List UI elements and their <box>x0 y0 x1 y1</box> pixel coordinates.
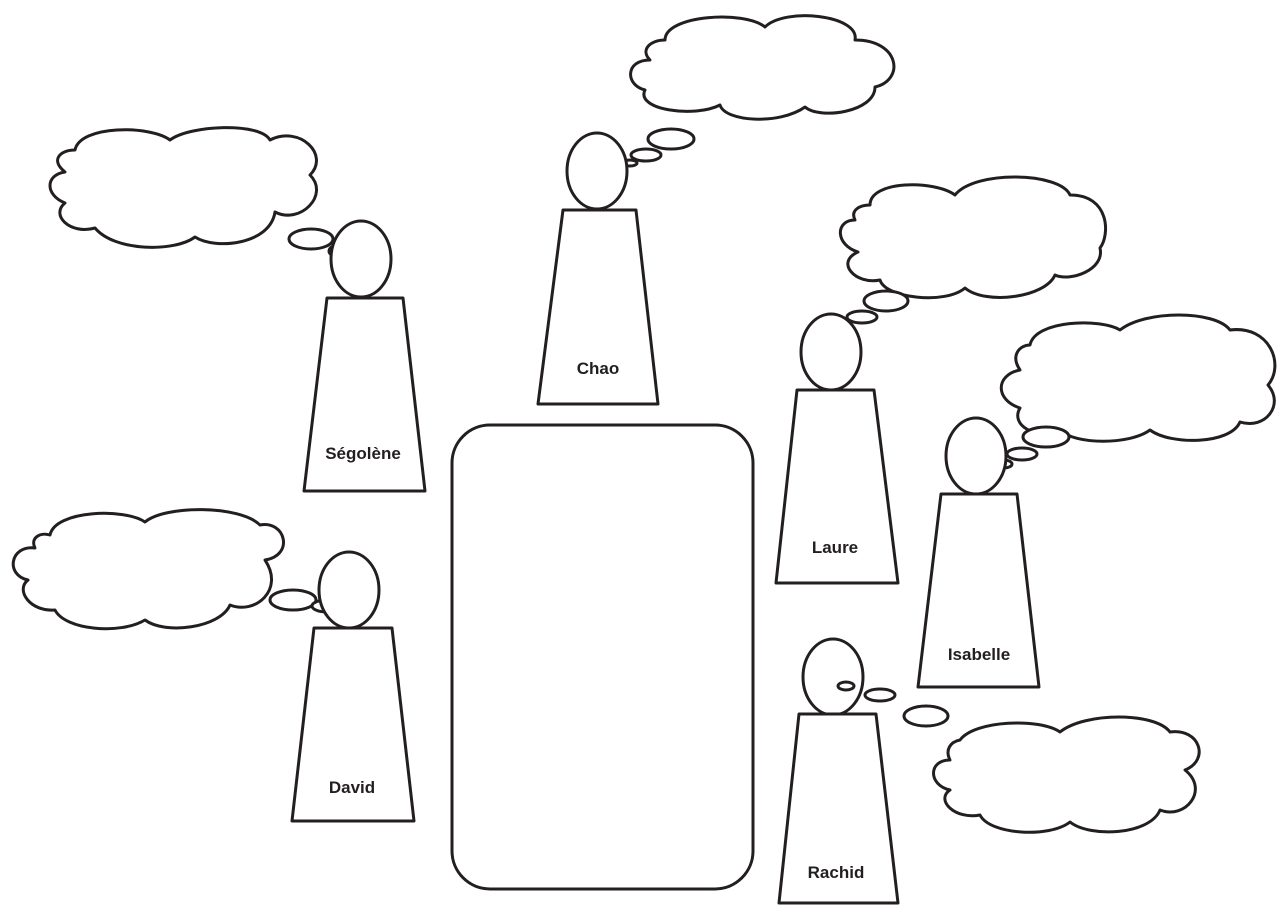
thought-bubble-medium <box>1007 448 1037 460</box>
thought-bubble-large <box>1023 427 1069 447</box>
thought-bubble-large <box>904 706 948 726</box>
thought-bubble-medium <box>865 689 895 701</box>
person-segolene: Ségolène <box>50 128 425 491</box>
table <box>452 425 753 889</box>
person-isabelle: Isabelle <box>918 315 1275 687</box>
name-label: David <box>329 778 375 797</box>
thought-bubble-small <box>838 682 854 690</box>
head <box>319 552 379 628</box>
thought-cloud <box>50 128 317 248</box>
name-label: Rachid <box>808 863 865 882</box>
person-david: David <box>13 510 414 821</box>
thought-bubble-large <box>864 291 908 311</box>
head <box>946 418 1006 494</box>
name-label: Chao <box>577 359 620 378</box>
head <box>801 314 861 390</box>
thought-bubble-medium <box>847 311 877 323</box>
thought-bubble-medium <box>631 149 661 161</box>
name-label: Ségolène <box>325 444 401 463</box>
thought-cloud <box>934 717 1200 832</box>
thought-cloud <box>631 16 894 119</box>
thought-cloud <box>13 510 283 629</box>
head <box>567 133 627 209</box>
name-label: Isabelle <box>948 645 1010 664</box>
thought-cloud <box>1001 315 1275 441</box>
head <box>331 221 391 297</box>
name-label: Laure <box>812 538 858 557</box>
thought-bubble-large <box>648 129 694 149</box>
thought-bubble-large <box>270 590 316 610</box>
thought-bubble-large <box>289 229 333 249</box>
thought-cloud <box>840 177 1105 298</box>
head <box>803 639 863 715</box>
